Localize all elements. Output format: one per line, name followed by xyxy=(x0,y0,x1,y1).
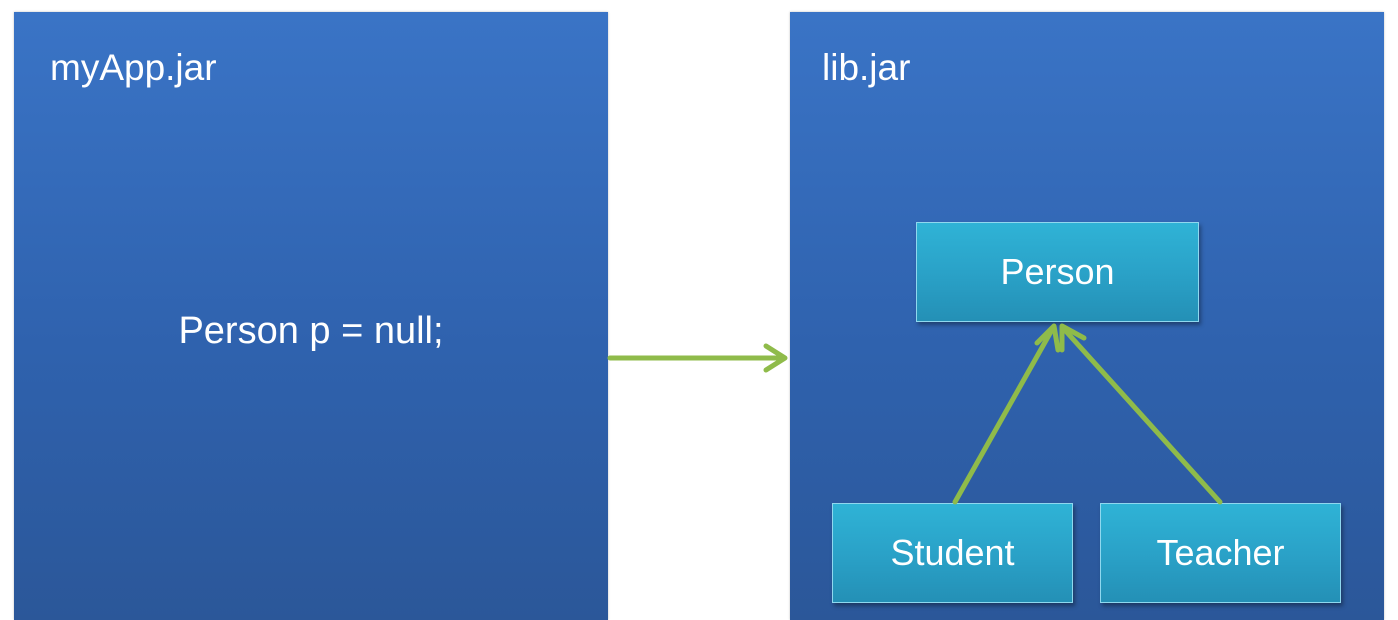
person-class-box: Person xyxy=(916,222,1199,322)
student-class-box: Student xyxy=(832,503,1073,603)
lib-jar-title: lib.jar xyxy=(822,47,911,88)
myapp-jar-panel: myApp.jar Person p = null; xyxy=(14,12,608,620)
teacher-class-label: Teacher xyxy=(1156,532,1285,573)
person-declaration-code: Person p = null; xyxy=(178,310,444,352)
student-class-label: Student xyxy=(890,532,1015,573)
person-class-label: Person xyxy=(1000,251,1115,292)
myapp-jar-title: myApp.jar xyxy=(50,47,217,88)
dependency-arrow xyxy=(607,343,788,373)
teacher-class-box: Teacher xyxy=(1100,503,1341,603)
